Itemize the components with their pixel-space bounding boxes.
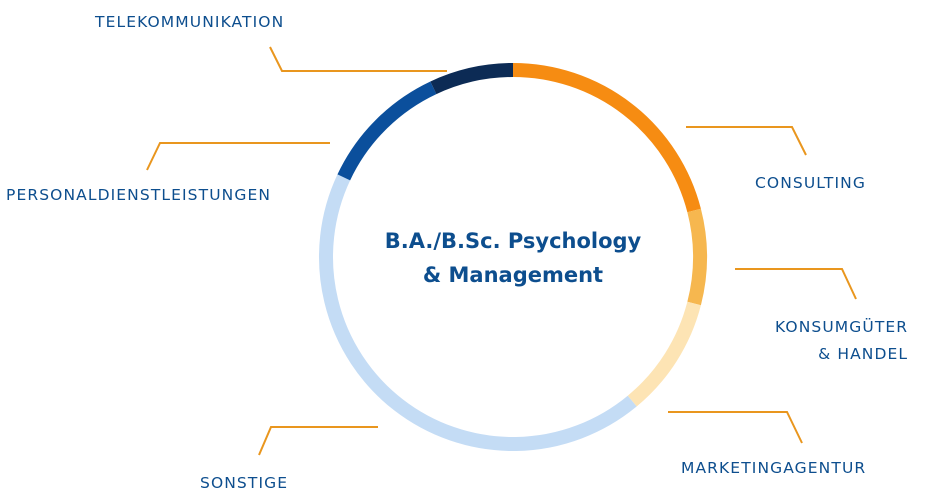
leader-marketingagentur — [668, 411, 803, 444]
label-personaldienstleistungen: PERSONALDIENSTLEISTUNGEN — [6, 186, 272, 204]
leader-telekommunikation — [269, 46, 447, 72]
donut-ring — [319, 63, 707, 451]
segment-personaldienstleistungen — [337, 81, 437, 181]
leader-konsumgueter-handel — [735, 268, 857, 300]
chart-title: B.A./B.Sc. Psychology & Management — [318, 224, 708, 292]
segment-sonstige — [319, 174, 637, 451]
label-sonstige: SONSTIGE — [200, 474, 289, 492]
leader-consulting — [686, 126, 807, 156]
segment-consulting — [512, 63, 701, 213]
leader-sonstige — [258, 426, 378, 456]
label-marketingagentur: MARKETINGAGENTUR — [681, 459, 867, 477]
label-konsumgueter-line-2: & HANDEL — [818, 345, 909, 363]
leader-personaldienstleistungen — [146, 142, 330, 171]
segment-telekommunikation — [430, 63, 514, 95]
label-consulting: CONSULTING — [755, 174, 866, 192]
chart-title-line-2: & Management — [422, 263, 604, 287]
segment-marketingagentur — [627, 301, 701, 407]
leader-lines — [146, 46, 857, 456]
label-telekommunikation: TELEKOMMUNIKATION — [95, 13, 285, 31]
label-konsumgueter-handel: KONSUMGÜTER & HANDEL — [775, 314, 908, 368]
chart-title-line-1: B.A./B.Sc. Psychology — [384, 229, 642, 253]
segment-konsumgueter-handel — [687, 208, 707, 306]
label-konsumgueter-line-1: KONSUMGÜTER — [775, 318, 909, 336]
